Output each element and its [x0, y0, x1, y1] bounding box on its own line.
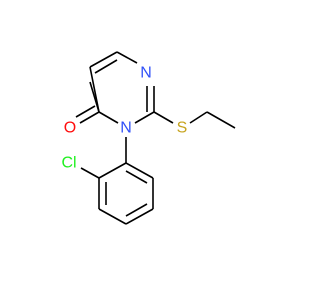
bond-c4-o-double — [75, 105, 96, 118]
bond-ar4-ar5 — [125, 208, 154, 225]
nitrogen-n1-label: N — [140, 65, 152, 82]
bond-ar4-ar5-inner — [125, 203, 148, 217]
chlorine-label: Cl — [61, 155, 76, 172]
bond-c2-n3 — [134, 111, 155, 124]
bond-ar1-ar2 — [98, 162, 127, 179]
atom-labels: N N O S Cl — [61, 65, 187, 172]
bond-ar6-ar1 — [125, 162, 154, 179]
bond-ar2-cl — [80, 167, 100, 179]
bond-c5-c6 — [89, 51, 118, 68]
bonds — [75, 51, 236, 225]
bond-c4-o — [79, 111, 100, 124]
nitrogen-n3-label: N — [120, 120, 132, 137]
bond-c2-s — [153, 111, 174, 124]
bond-ch2-ch3 — [206, 111, 236, 129]
bond-n3-c4 — [98, 111, 119, 124]
bond-s-ch2 — [189, 111, 208, 124]
molecule-structure: N N O S Cl — [61, 51, 236, 225]
bond-ar3-ar4 — [98, 208, 127, 225]
oxygen-label: O — [64, 120, 76, 137]
sulfur-label: S — [177, 120, 188, 137]
bond-ar6-ar1-inner — [125, 170, 148, 184]
bond-c5-c6-double — [94, 59, 118, 74]
bond-c6-n1 — [116, 51, 138, 64]
bond-c4-c5-inner — [89, 81, 100, 113]
